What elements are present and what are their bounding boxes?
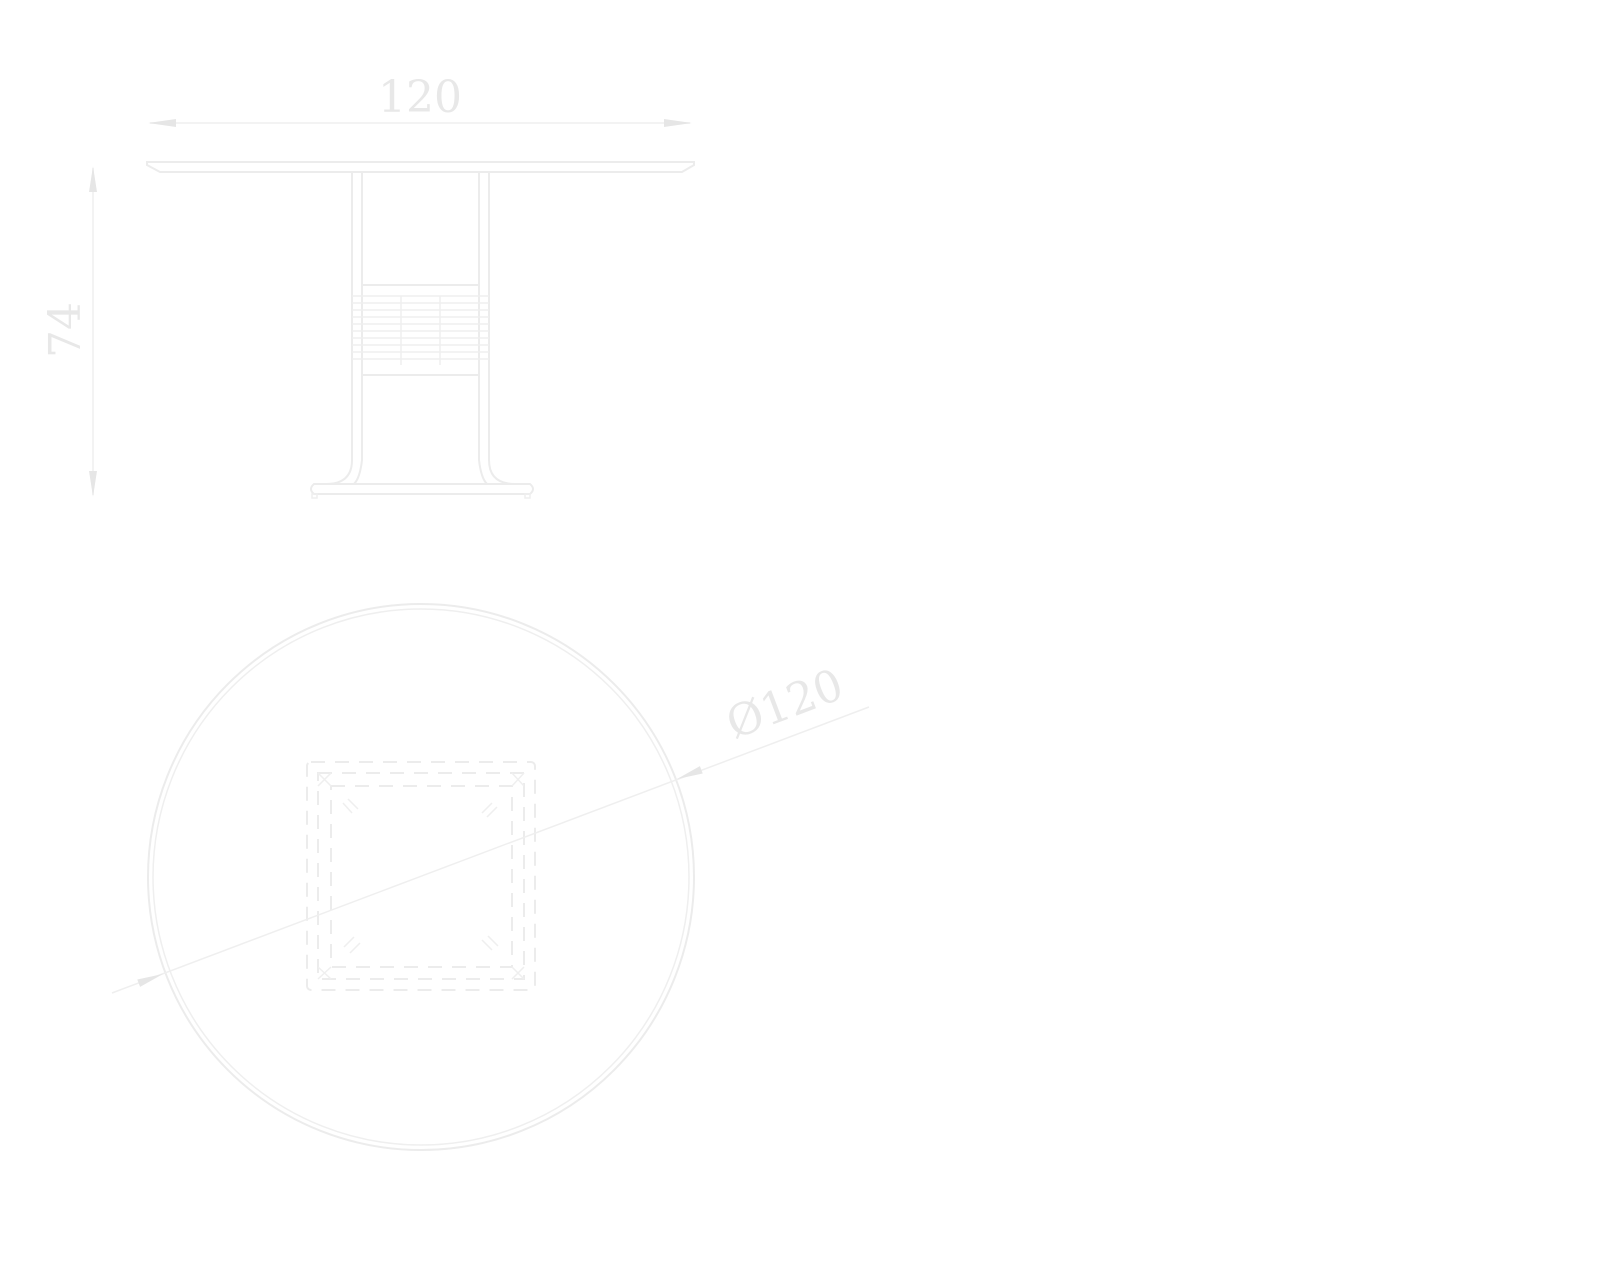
height-dimension: 74 bbox=[40, 166, 97, 497]
table-top-outline bbox=[147, 603, 695, 1151]
pedestal-slats bbox=[352, 295, 489, 360]
width-label: 120 bbox=[378, 72, 462, 123]
table-top bbox=[146, 161, 695, 173]
front-view: 120 74 bbox=[40, 72, 695, 499]
pedestal bbox=[325, 172, 516, 485]
diameter-label: Ø120 bbox=[720, 659, 850, 749]
base bbox=[310, 483, 534, 499]
height-label: 74 bbox=[40, 302, 91, 358]
top-view: Ø120 bbox=[111, 603, 870, 1151]
width-dimension: 120 bbox=[148, 72, 692, 127]
corner-braces bbox=[317, 772, 525, 980]
base-outline-hidden bbox=[306, 761, 536, 991]
diameter-dimension: Ø120 bbox=[111, 659, 870, 994]
